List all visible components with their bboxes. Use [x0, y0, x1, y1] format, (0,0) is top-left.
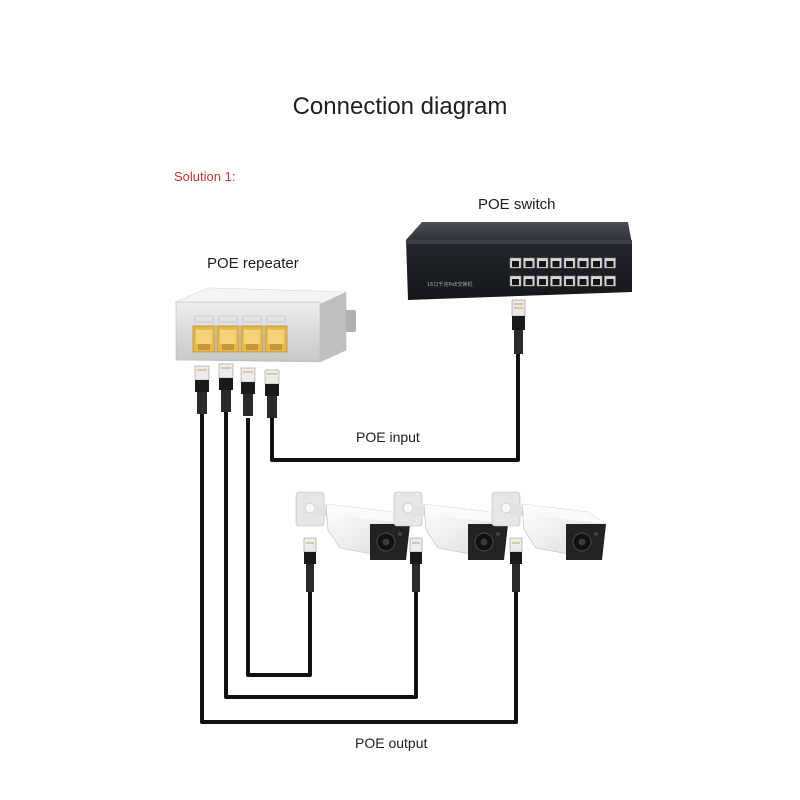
- output-cable-camera-1: [246, 418, 312, 677]
- solution-label: Solution 1:: [174, 169, 236, 184]
- switch-port: [563, 257, 576, 269]
- repeater-rj45-connectors: [194, 363, 280, 418]
- switch-port: [550, 257, 562, 269]
- poe-switch-label: POE switch: [478, 196, 556, 213]
- switch-port-grid: [509, 257, 616, 287]
- poe-repeater: [175, 287, 356, 363]
- poe-repeater-label: POE repeater: [207, 255, 299, 272]
- switch-port: [577, 275, 589, 287]
- switch-port: [590, 275, 603, 287]
- rj45-plug: [218, 363, 234, 412]
- switch-port: [509, 275, 522, 287]
- ip-cameras: [295, 491, 607, 592]
- poe-output-label: POE output: [355, 735, 428, 751]
- switch-port: [550, 275, 562, 287]
- ip-camera: [491, 491, 607, 592]
- repeater-port: [264, 315, 288, 353]
- switch-port: [577, 257, 589, 269]
- switch-port: [536, 275, 549, 287]
- output-cable-camera-2: [224, 410, 418, 699]
- repeater-port: [216, 315, 240, 353]
- output-cable-camera-3: [200, 412, 518, 724]
- rj45-plug: [194, 365, 210, 414]
- switch-port: [590, 257, 603, 269]
- poe-switch: 16口千兆PoE交换机: [406, 222, 632, 300]
- rj45-plug: [240, 367, 256, 416]
- repeater-port: [192, 315, 216, 353]
- poe-input-label: POE input: [356, 429, 420, 445]
- switch-port: [523, 257, 535, 269]
- diagram-title: Connection diagram: [292, 93, 508, 120]
- ip-camera: [295, 491, 411, 592]
- switch-port: [523, 275, 535, 287]
- poe-output-cables: [200, 410, 518, 724]
- switch-port: [604, 257, 616, 269]
- poe-input-cable: [270, 352, 520, 462]
- switch-port: [509, 257, 522, 269]
- ip-camera: [393, 491, 509, 592]
- rj45-plug: [264, 369, 280, 418]
- repeater-port: [240, 315, 264, 353]
- svg-text:16口千兆PoE交换机: 16口千兆PoE交换机: [427, 281, 472, 288]
- switch-port: [563, 275, 576, 287]
- switch-port: [536, 257, 549, 269]
- switch-port: [604, 275, 616, 287]
- switch-rj45-connector: [511, 299, 526, 354]
- repeater-port-row: [192, 315, 288, 353]
